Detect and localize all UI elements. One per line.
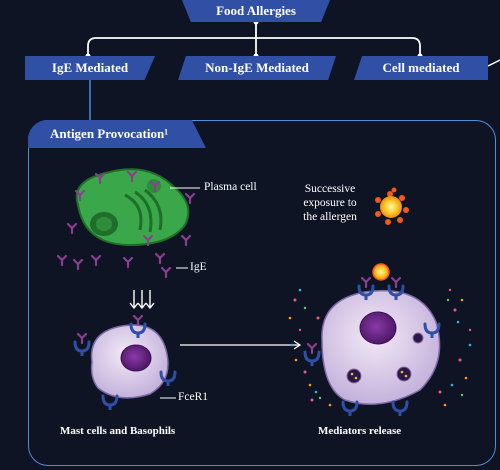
cell-mediated-node: Cell mediated bbox=[354, 56, 488, 80]
degranulating-mast-cell bbox=[288, 263, 472, 418]
ige-mediated-label: IgE Mediated bbox=[51, 60, 129, 75]
successive-line-1: Successive bbox=[304, 183, 356, 195]
non-ige-mediated-label: Non-IgE Mediated bbox=[205, 60, 309, 75]
antigen-provocation-tab: Antigen Provocation¹ bbox=[28, 120, 206, 148]
activation-arrow bbox=[180, 340, 302, 350]
successive-exposure-label: Successive exposure to the allergen bbox=[280, 182, 380, 224]
panel-title: Antigen Provocation¹ bbox=[50, 126, 169, 141]
cell-mediated-label: Cell mediated bbox=[382, 60, 460, 75]
mast-cells-label: Mast cells and Basophils bbox=[60, 425, 176, 437]
mast-cell bbox=[73, 314, 177, 412]
successive-line-3: the allergen bbox=[303, 211, 357, 223]
plasma-cell-label: Plasma cell bbox=[204, 181, 257, 193]
mediators-label: Mediators release bbox=[318, 425, 402, 437]
title-text: Food Allergies bbox=[216, 3, 296, 18]
antigen-provocation-panel bbox=[28, 120, 496, 466]
food-allergies-title: Food Allergies bbox=[182, 0, 330, 22]
ige-mediated-node: IgE Mediated bbox=[25, 56, 155, 80]
non-ige-mediated-node: Non-IgE Mediated bbox=[178, 56, 336, 80]
successive-line-2: exposure to bbox=[303, 197, 357, 209]
allergen-icon bbox=[375, 187, 409, 225]
down-arrows bbox=[129, 290, 155, 310]
fcer1-label: FceR1 bbox=[178, 391, 209, 403]
ige-label: IgE bbox=[190, 261, 207, 273]
